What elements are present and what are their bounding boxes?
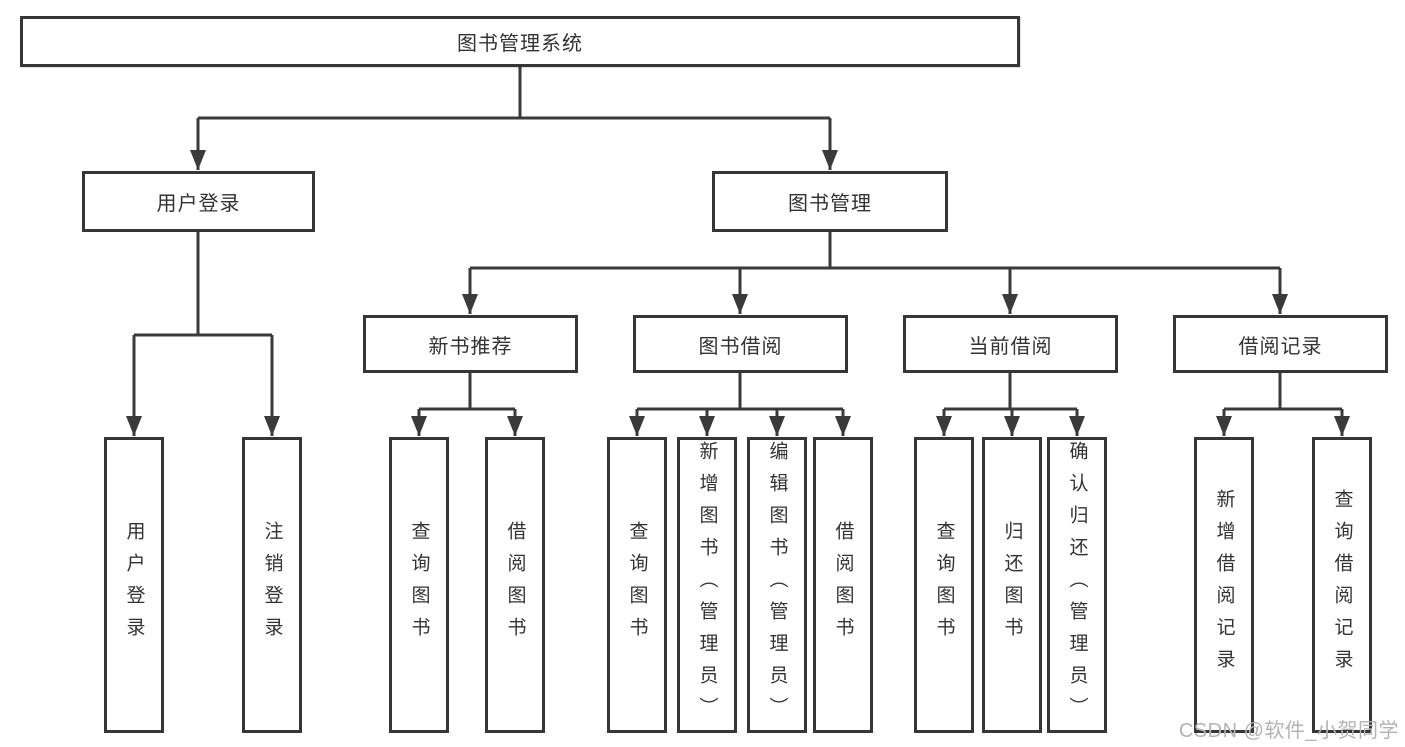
leaf-current-confirm-admin-label: 确认归还（管理员）: [1066, 441, 1088, 729]
node-borrow-records-label: 借阅记录: [1238, 335, 1323, 358]
leaf-logout-label: 注销登录: [261, 521, 283, 649]
leaf-user-login-label: 用户登录: [123, 521, 145, 649]
leaf-newbooks-borrow-label: 借阅图书: [504, 521, 526, 649]
node-book-borrowing: 图书借阅: [633, 315, 848, 373]
leaf-records-query-label: 查询借阅记录: [1331, 489, 1353, 681]
leaf-borrow-add-admin: 新增图书（管理员）: [677, 437, 737, 733]
leaf-current-return: 归还图书: [982, 437, 1042, 733]
node-new-books-label: 新书推荐: [428, 335, 513, 358]
leaf-current-query: 查询图书: [914, 437, 974, 733]
leaf-records-add: 新增借阅记录: [1194, 437, 1254, 733]
leaf-current-return-label: 归还图书: [1001, 521, 1023, 649]
wire-book-management-branch: [470, 232, 1280, 270]
leaf-newbooks-query: 查询图书: [389, 437, 449, 733]
wire-borrow-records-branch: [1224, 373, 1342, 411]
leaf-newbooks-borrow: 借阅图书: [485, 437, 545, 733]
leaf-borrow-borrow: 借阅图书: [813, 437, 873, 733]
leaf-records-add-label: 新增借阅记录: [1213, 489, 1235, 681]
leaf-borrow-query-label: 查询图书: [626, 521, 648, 649]
leaf-newbooks-query-label: 查询图书: [408, 521, 430, 649]
watermark: CSDN @软件_小贺同学: [1178, 720, 1399, 742]
leaf-current-query-label: 查询图书: [933, 521, 955, 649]
leaf-borrow-add-admin-label: 新增图书（管理员）: [696, 441, 718, 729]
wire-user-login-branch: [134, 232, 272, 337]
leaf-borrow-borrow-label: 借阅图书: [832, 521, 854, 649]
leaf-current-confirm-admin: 确认归还（管理员）: [1047, 437, 1107, 733]
leaf-borrow-edit-admin-label: 编辑图书（管理员）: [766, 441, 788, 729]
node-current-borrowing-label: 当前借阅: [968, 335, 1053, 358]
node-root-label: 图书管理系统: [457, 33, 583, 55]
node-current-borrowing: 当前借阅: [903, 315, 1118, 373]
leaf-records-query: 查询借阅记录: [1312, 437, 1372, 733]
wire-current-borrowing-branch: [944, 373, 1077, 411]
node-book-management-label: 图书管理: [788, 193, 872, 215]
wire-new-books-branch: [419, 373, 515, 411]
node-user-login: 用户登录: [82, 171, 315, 232]
node-new-books: 新书推荐: [363, 315, 578, 373]
leaf-logout: 注销登录: [242, 437, 302, 733]
node-user-login-label: 用户登录: [156, 193, 241, 215]
leaf-user-login: 用户登录: [104, 437, 164, 733]
node-borrow-records: 借阅记录: [1173, 315, 1388, 373]
leaf-borrow-query: 查询图书: [607, 437, 667, 733]
wire-book-borrowing-branch: [637, 373, 843, 411]
node-book-borrowing-label: 图书借阅: [698, 335, 783, 358]
node-book-management: 图书管理: [712, 171, 948, 232]
node-root: 图书管理系统: [20, 16, 1020, 67]
wire-root-branch: [198, 66, 830, 120]
leaf-borrow-edit-admin: 编辑图书（管理员）: [747, 437, 807, 733]
